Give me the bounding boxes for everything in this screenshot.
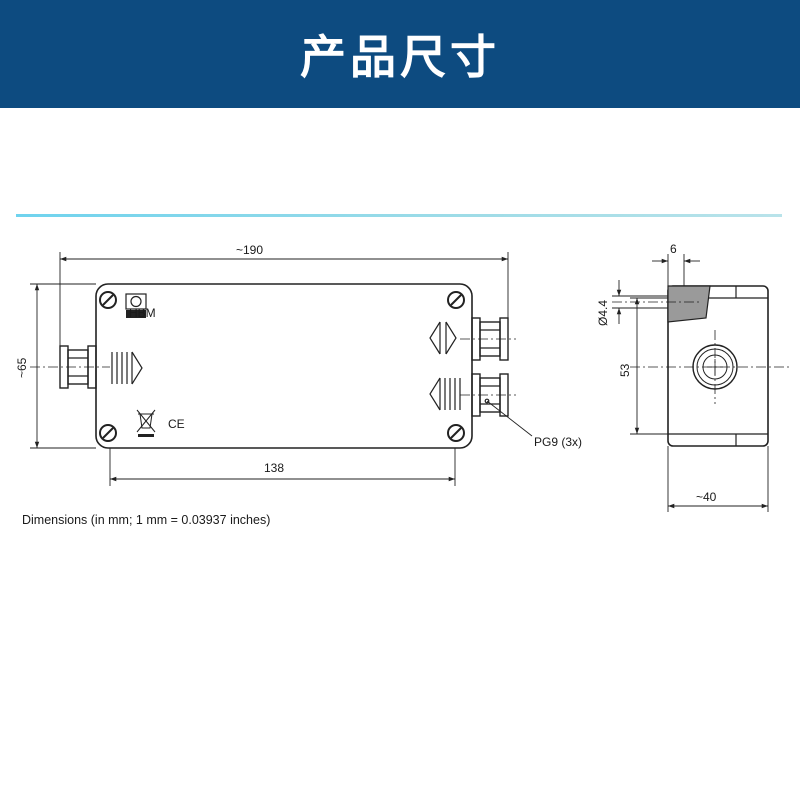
side-view bbox=[612, 285, 790, 447]
wall-section bbox=[667, 285, 711, 323]
dimension-overall-width bbox=[59, 252, 509, 346]
arrow-bidirectional-icon bbox=[429, 321, 457, 355]
dimension-side-height bbox=[630, 297, 668, 435]
arrow-right-icon bbox=[111, 351, 143, 385]
dimension-height bbox=[30, 283, 96, 449]
depth-label: ~40 bbox=[696, 490, 717, 504]
overall-width-label: ~190 bbox=[236, 243, 263, 257]
body-width-label: 138 bbox=[264, 461, 284, 475]
hole-diameter-label: Ø4.4 bbox=[596, 300, 610, 326]
corner-screw bbox=[99, 424, 117, 442]
corner-screw bbox=[447, 424, 465, 442]
corner-screw bbox=[99, 291, 117, 309]
dimension-body-width bbox=[109, 448, 456, 486]
wall-label: 6 bbox=[670, 242, 677, 256]
arrow-left-icon bbox=[429, 377, 461, 411]
page-title: 产品尺寸 bbox=[300, 30, 500, 84]
cable-gland-label: PG9 (3x) bbox=[534, 435, 582, 449]
dimension-wall bbox=[652, 254, 700, 286]
accent-divider bbox=[16, 214, 782, 217]
side-height-label: 53 bbox=[618, 363, 632, 377]
header-banner: 产品尺寸 bbox=[0, 0, 800, 108]
ce-mark: CE bbox=[168, 417, 185, 431]
front-view bbox=[30, 283, 516, 449]
dimension-hole bbox=[612, 280, 668, 324]
dimensions-caption: Dimensions (in mm; 1 mm = 0.03937 inches… bbox=[22, 513, 271, 527]
dimension-depth bbox=[667, 446, 769, 512]
hbm-logo bbox=[125, 293, 147, 318]
corner-screw bbox=[447, 291, 465, 309]
side-body bbox=[667, 285, 769, 447]
height-label: ~65 bbox=[15, 357, 29, 378]
weee-bin-icon bbox=[136, 409, 156, 437]
logo-text: HBM bbox=[129, 306, 156, 320]
